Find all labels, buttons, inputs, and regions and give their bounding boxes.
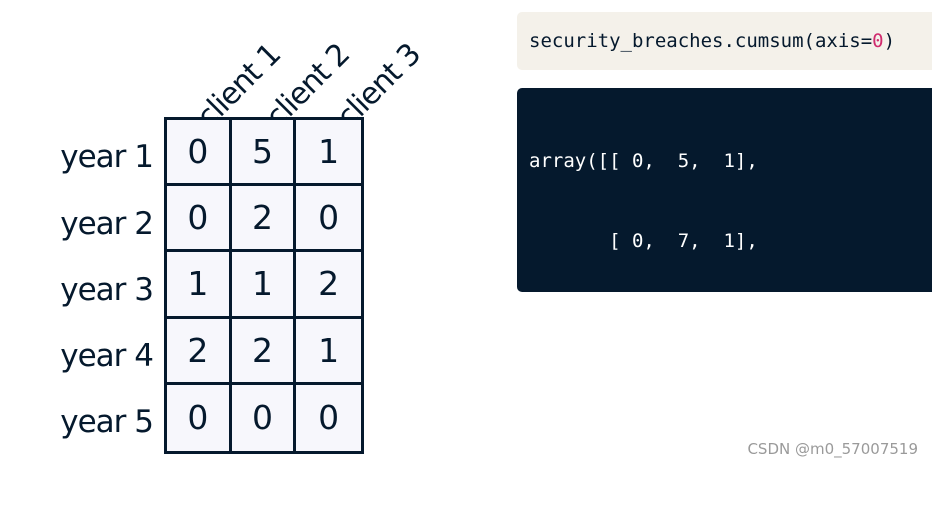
- code-call-argument: 0: [872, 30, 884, 52]
- row-label-year-4: year 4: [60, 338, 154, 374]
- row-label-year-2: year 2: [60, 206, 154, 242]
- matrix-cell: 0: [167, 186, 232, 253]
- matrix-cell: 5: [231, 120, 297, 187]
- matrix-cell: 0: [296, 186, 361, 253]
- matrix-cell: 2: [296, 252, 361, 319]
- matrix-cell: 1: [167, 252, 232, 319]
- code-output-line: [ 1, 8, 3],: [529, 310, 758, 332]
- code-input-box: security_breaches.cumsum(axis=0): [517, 12, 932, 70]
- matrix-cell: 1: [296, 120, 361, 187]
- matrix-cell: 1: [296, 319, 361, 385]
- matrix-cell: 0: [167, 120, 232, 187]
- row-label-year-5: year 5: [60, 404, 154, 440]
- code-call-text: security_breaches.cumsum(axis=: [529, 30, 873, 52]
- code-call-close: ): [883, 30, 896, 52]
- code-output-line: [ 0, 7, 1],: [529, 230, 758, 252]
- watermark: CSDN @m0_57007519: [747, 440, 918, 458]
- row-label-year-3: year 3: [60, 272, 154, 308]
- code-output-line: [ 3, 10, 4]]): [529, 470, 770, 492]
- data-matrix: 0 5 1 0 2 0 1 1 2 2 2 1 0 0 0: [164, 117, 364, 454]
- code-output-line: array([[ 0, 5, 1],: [529, 150, 758, 172]
- matrix-cell: 0: [167, 384, 232, 451]
- matrix-cell: 2: [231, 186, 297, 253]
- matrix-cell: 2: [231, 318, 297, 385]
- matrix-cell: 0: [318, 398, 340, 438]
- code-output-box: array([[ 0, 5, 1], [ 0, 7, 1], [ 1, 8, 3…: [517, 88, 932, 492]
- row-label-year-1: year 1: [60, 139, 154, 175]
- matrix-cell: 1: [231, 252, 297, 319]
- matrix-cell: 0: [232, 384, 297, 451]
- matrix-cell: 2: [167, 318, 232, 385]
- code-output-line: [ 3, 10, 4],: [529, 390, 758, 412]
